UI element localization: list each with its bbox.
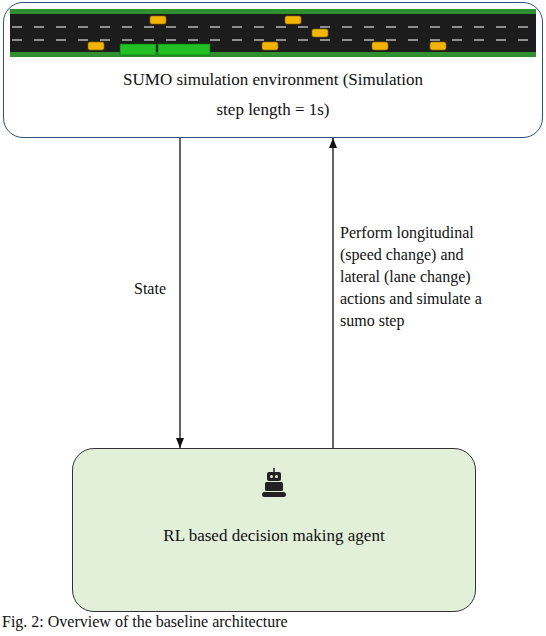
robot-icon [262, 468, 286, 497]
truck-trailer [120, 44, 156, 55]
road-surface [10, 9, 536, 57]
car [312, 29, 328, 37]
node-label: RL based decision making agent [84, 521, 464, 551]
robot-eye [275, 475, 278, 478]
car [88, 42, 104, 50]
lane-marking [12, 27, 534, 28]
robot-head [267, 472, 281, 481]
node-label: SUMO simulation environment (Simulation … [108, 65, 438, 125]
road-illustration [10, 9, 536, 57]
robot-eye [270, 475, 273, 478]
truck [120, 44, 210, 55]
robot-tread [262, 492, 286, 497]
truck-trailer [158, 44, 210, 55]
robot-body [265, 482, 283, 491]
figure-caption: Fig. 2: Overview of the baseline archite… [0, 612, 546, 632]
road-verge [10, 52, 536, 57]
car [372, 42, 388, 50]
edge-label: State [134, 278, 184, 300]
agent-box: RL based decision making agent [72, 448, 476, 612]
car-group [88, 16, 446, 50]
car [285, 16, 301, 24]
flow-arrow [179, 138, 180, 448]
car [150, 16, 166, 24]
flow-arrow [332, 138, 333, 448]
edge-label: Perform longitudinal (speed change) and … [340, 222, 490, 332]
car [430, 42, 446, 50]
environment-box: SUMO simulation environment (Simulation … [3, 2, 543, 138]
robot-antenna [273, 468, 275, 472]
lane-marking [12, 40, 534, 41]
car [262, 42, 278, 50]
road-verge [10, 9, 536, 14]
